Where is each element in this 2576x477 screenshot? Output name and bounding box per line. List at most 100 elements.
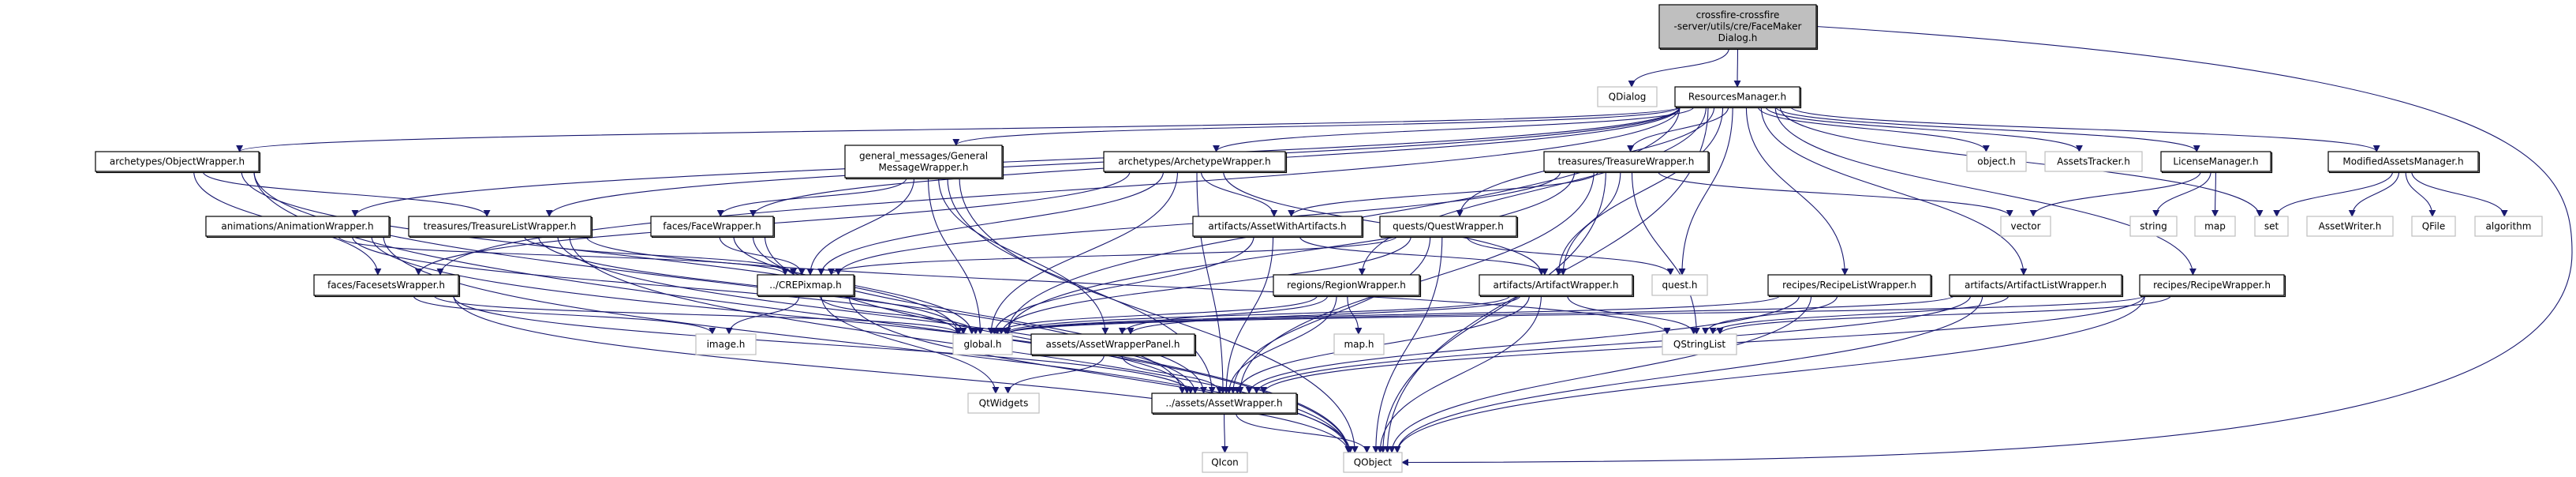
node-label: QtWidgets (979, 398, 1029, 409)
edge-rm-to-objw (236, 106, 1681, 152)
node-aw[interactable]: ../assets/AssetWrapper.h (1151, 392, 1299, 415)
edge-rm-to-gmw (952, 106, 1681, 146)
edge-archw-to-global (987, 171, 1179, 335)
node-archw[interactable]: archetypes/ArchetypeWrapper.h (1103, 151, 1288, 174)
node-map: map (2194, 216, 2236, 237)
edge-rm-to-facesetsw (436, 106, 1681, 276)
edge-animw-to-aw (371, 235, 1191, 394)
node-box (1030, 333, 1195, 355)
edge-awa-to-artw (1299, 235, 1549, 276)
node-box (1674, 86, 1800, 107)
edge-regionw-to-maph (1347, 295, 1363, 335)
node-label: quests/QuestWrapper.h (1393, 221, 1504, 232)
edge-rm-to-recipew (1774, 106, 2197, 276)
edge-regionw-to-aw (1225, 295, 1337, 394)
node-label: image.h (707, 339, 746, 350)
node-box (313, 274, 459, 296)
edge-crepix-to-qtw (821, 295, 1000, 394)
edge-questw-to-global (997, 235, 1411, 335)
node-global: global.h (952, 333, 1013, 355)
node-box (650, 216, 774, 237)
edge-rm-to-atrack (1765, 106, 2083, 152)
node-awa[interactable]: artifacts/AssetWithArtifacts.h (1192, 216, 1364, 238)
node-box (757, 274, 854, 296)
node-atrack: AssetsTracker.h (2044, 151, 2143, 172)
node-box (2474, 216, 2543, 237)
node-box (1202, 452, 1248, 473)
edge-rm-to-rlistw (1745, 106, 1849, 276)
edge-artw-to-qobject (1376, 295, 1542, 453)
node-modam[interactable]: ModifiedAssetsManager.h (2327, 151, 2481, 174)
node-box (205, 216, 390, 237)
edge-archw-to-aw (1196, 171, 1227, 394)
edge-gmw-to-aw (947, 177, 1216, 394)
edge-tlistw-to-global (537, 235, 967, 335)
edge-alistw-to-qsl (1709, 295, 2010, 335)
node-box (2194, 216, 2236, 237)
edge-rm-to-licm (1774, 106, 2200, 152)
edge-root-to-qobject (1401, 25, 2573, 466)
edge-treasw-to-qobject (1379, 171, 1606, 453)
node-questw[interactable]: quests/QuestWrapper.h (1379, 216, 1519, 238)
node-box (1949, 274, 2122, 296)
edge-facesetsw-to-imageh (413, 295, 716, 335)
edge-rlistw-to-global (1004, 295, 1781, 335)
node-alistw[interactable]: artifacts/ArtifactListWrapper.h (1949, 274, 2124, 298)
node-qfile: QFile (2411, 216, 2456, 237)
node-artw[interactable]: artifacts/ArtifactWrapper.h (1479, 274, 1635, 298)
node-objecth: object.h (1966, 151, 2027, 172)
node-box (1151, 392, 1297, 414)
node-facesetsw[interactable]: faces/FacesetsWrapper.h (313, 274, 461, 298)
node-rm[interactable]: ResourcesManager.h (1674, 86, 1802, 109)
edge-modam-to-algorithm (2411, 171, 2508, 217)
node-qtw: QtWidgets (967, 392, 1040, 414)
node-label: LicenseManager.h (2173, 156, 2258, 167)
node-box (2254, 216, 2289, 237)
node-root[interactable]: crossfire-crossfire-server/utils/cre/Fac… (1658, 4, 1819, 51)
node-crepix[interactable]: ../CREPixmap.h (757, 274, 856, 298)
node-label: treasures/TreasureWrapper.h (1558, 156, 1695, 167)
edge-awpanel-to-qtw (1004, 354, 1105, 394)
node-rlistw[interactable]: recipes/RecipeListWrapper.h (1767, 274, 1933, 298)
node-facew[interactable]: faces/FaceWrapper.h (650, 216, 776, 238)
node-awpanel[interactable]: assets/AssetWrapperPanel.h (1030, 333, 1197, 357)
edge-artw-to-qsl (1567, 295, 1698, 335)
node-label: ResourcesManager.h (1688, 92, 1786, 103)
edge-modam-to-set (2273, 171, 2394, 217)
edge-aw-to-qobject (1236, 412, 1370, 453)
node-label: -server/utils/cre/FaceMaker (1673, 21, 1801, 32)
node-vector: vector (2000, 216, 2051, 237)
edge-crepix-to-imageh (725, 295, 800, 335)
node-tlistw[interactable]: treasures/TreasureListWrapper.h (408, 216, 593, 238)
node-label: faces/FacesetsWrapper.h (327, 280, 445, 291)
node-label: Dialog.h (1718, 32, 1758, 43)
node-label: archetypes/ArchetypeWrapper.h (1118, 156, 1270, 167)
node-regionw[interactable]: regions/RegionWrapper.h (1273, 274, 1422, 298)
edge-rm-to-questh (1678, 106, 1733, 276)
edge-licm-to-map (2211, 171, 2219, 217)
node-imageh: image.h (695, 333, 757, 355)
node-box (695, 333, 757, 355)
node-label: algorithm (2486, 221, 2532, 232)
node-label: animations/AnimationWrapper.h (221, 221, 373, 232)
node-objw[interactable]: archetypes/ObjectWrapper.h (95, 151, 261, 174)
node-box (844, 145, 1003, 178)
node-qobject: QObject (1343, 452, 1403, 473)
edge-gmw-to-awpanel (938, 177, 1109, 335)
node-treasw[interactable]: treasures/TreasureWrapper.h (1543, 151, 1710, 174)
node-box (2044, 151, 2143, 172)
edge-facesetsw-to-global (433, 295, 963, 335)
node-licm[interactable]: LicenseManager.h (2160, 151, 2273, 174)
edge-questw-to-crepix (828, 235, 1397, 276)
edge-regionw-to-awpanel (1118, 295, 1329, 335)
node-recipew[interactable]: recipes/RecipeWrapper.h (2139, 274, 2286, 298)
edge-treasw-to-artw (1555, 171, 1621, 276)
edge-gmw-to-facew (716, 177, 907, 217)
node-label: QDialog (1609, 92, 1647, 103)
edge-rm-to-regionw (1358, 106, 1707, 276)
edge-licm-to-string (2152, 171, 2211, 217)
edge-rlistw-to-aw (1245, 295, 1800, 394)
node-animw[interactable]: animations/AnimationWrapper.h (205, 216, 391, 238)
node-box (1333, 333, 1385, 355)
